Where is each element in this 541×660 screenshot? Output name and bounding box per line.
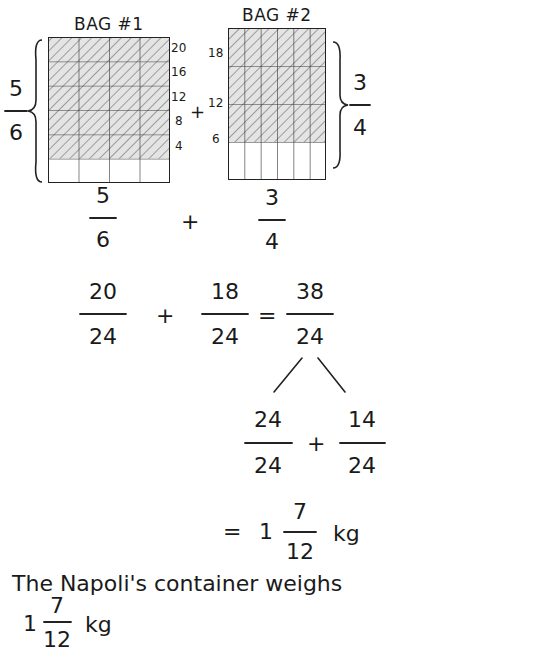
grid-count: 4: [175, 140, 183, 154]
fraction-numerator: 7: [50, 593, 64, 618]
equals-sign: =: [223, 519, 241, 544]
fraction-denominator: 24: [254, 453, 282, 478]
fraction-numerator: 20: [89, 279, 117, 304]
fraction-numerator: 3: [265, 185, 279, 210]
fraction-numerator: 14: [348, 407, 376, 432]
fraction-numerator: 18: [211, 279, 239, 304]
grid-count: 18: [208, 47, 223, 61]
grid-count: 8: [175, 115, 183, 129]
fraction-numerator: 38: [296, 279, 324, 304]
fraction-denominator: 12: [43, 627, 71, 652]
plus-sign: +: [190, 102, 205, 123]
grid-box: BAG #2: [228, 28, 326, 180]
fraction-numerator: 5: [9, 76, 23, 101]
bag-heading: BAG #2: [242, 6, 312, 25]
fraction-numerator: 7: [293, 499, 307, 524]
unit: kg: [85, 612, 112, 637]
plus-sign: +: [156, 303, 174, 328]
plus-sign: +: [181, 209, 199, 234]
unit: kg: [333, 521, 360, 546]
grid-lines: [228, 28, 326, 180]
fraction-denominator: 12: [286, 539, 314, 564]
fraction-denominator: 4: [353, 115, 367, 140]
fraction-denominator: 24: [89, 324, 117, 349]
grid-count: 20: [171, 42, 186, 56]
fraction-numerator: 24: [254, 407, 282, 432]
whole-number: 1: [23, 611, 37, 636]
grid-lines: [48, 37, 170, 183]
fraction-denominator: 6: [96, 227, 110, 252]
brace: [333, 42, 348, 168]
fraction-denominator: 4: [265, 229, 279, 254]
whole-number: 1: [259, 519, 273, 544]
equals-sign: =: [258, 303, 276, 328]
brace: [28, 40, 42, 182]
split-lines: [274, 358, 345, 392]
fraction-denominator: 6: [9, 120, 23, 145]
bag-heading: BAG #1: [74, 15, 144, 34]
grid-count: 12: [171, 91, 186, 105]
answer-sentence: The Napoli's container weighs: [12, 571, 342, 596]
fraction-numerator: 5: [96, 183, 110, 208]
grid-count: 12: [208, 97, 223, 111]
grid-count: 16: [171, 66, 186, 80]
grid-count: 6: [212, 133, 220, 147]
plus-sign: +: [307, 431, 325, 456]
grid-box: BAG #1: [48, 37, 170, 183]
fraction-denominator: 24: [296, 324, 324, 349]
fraction-numerator: 3: [353, 70, 367, 95]
fraction-denominator: 24: [348, 453, 376, 478]
fraction-denominator: 24: [211, 324, 239, 349]
